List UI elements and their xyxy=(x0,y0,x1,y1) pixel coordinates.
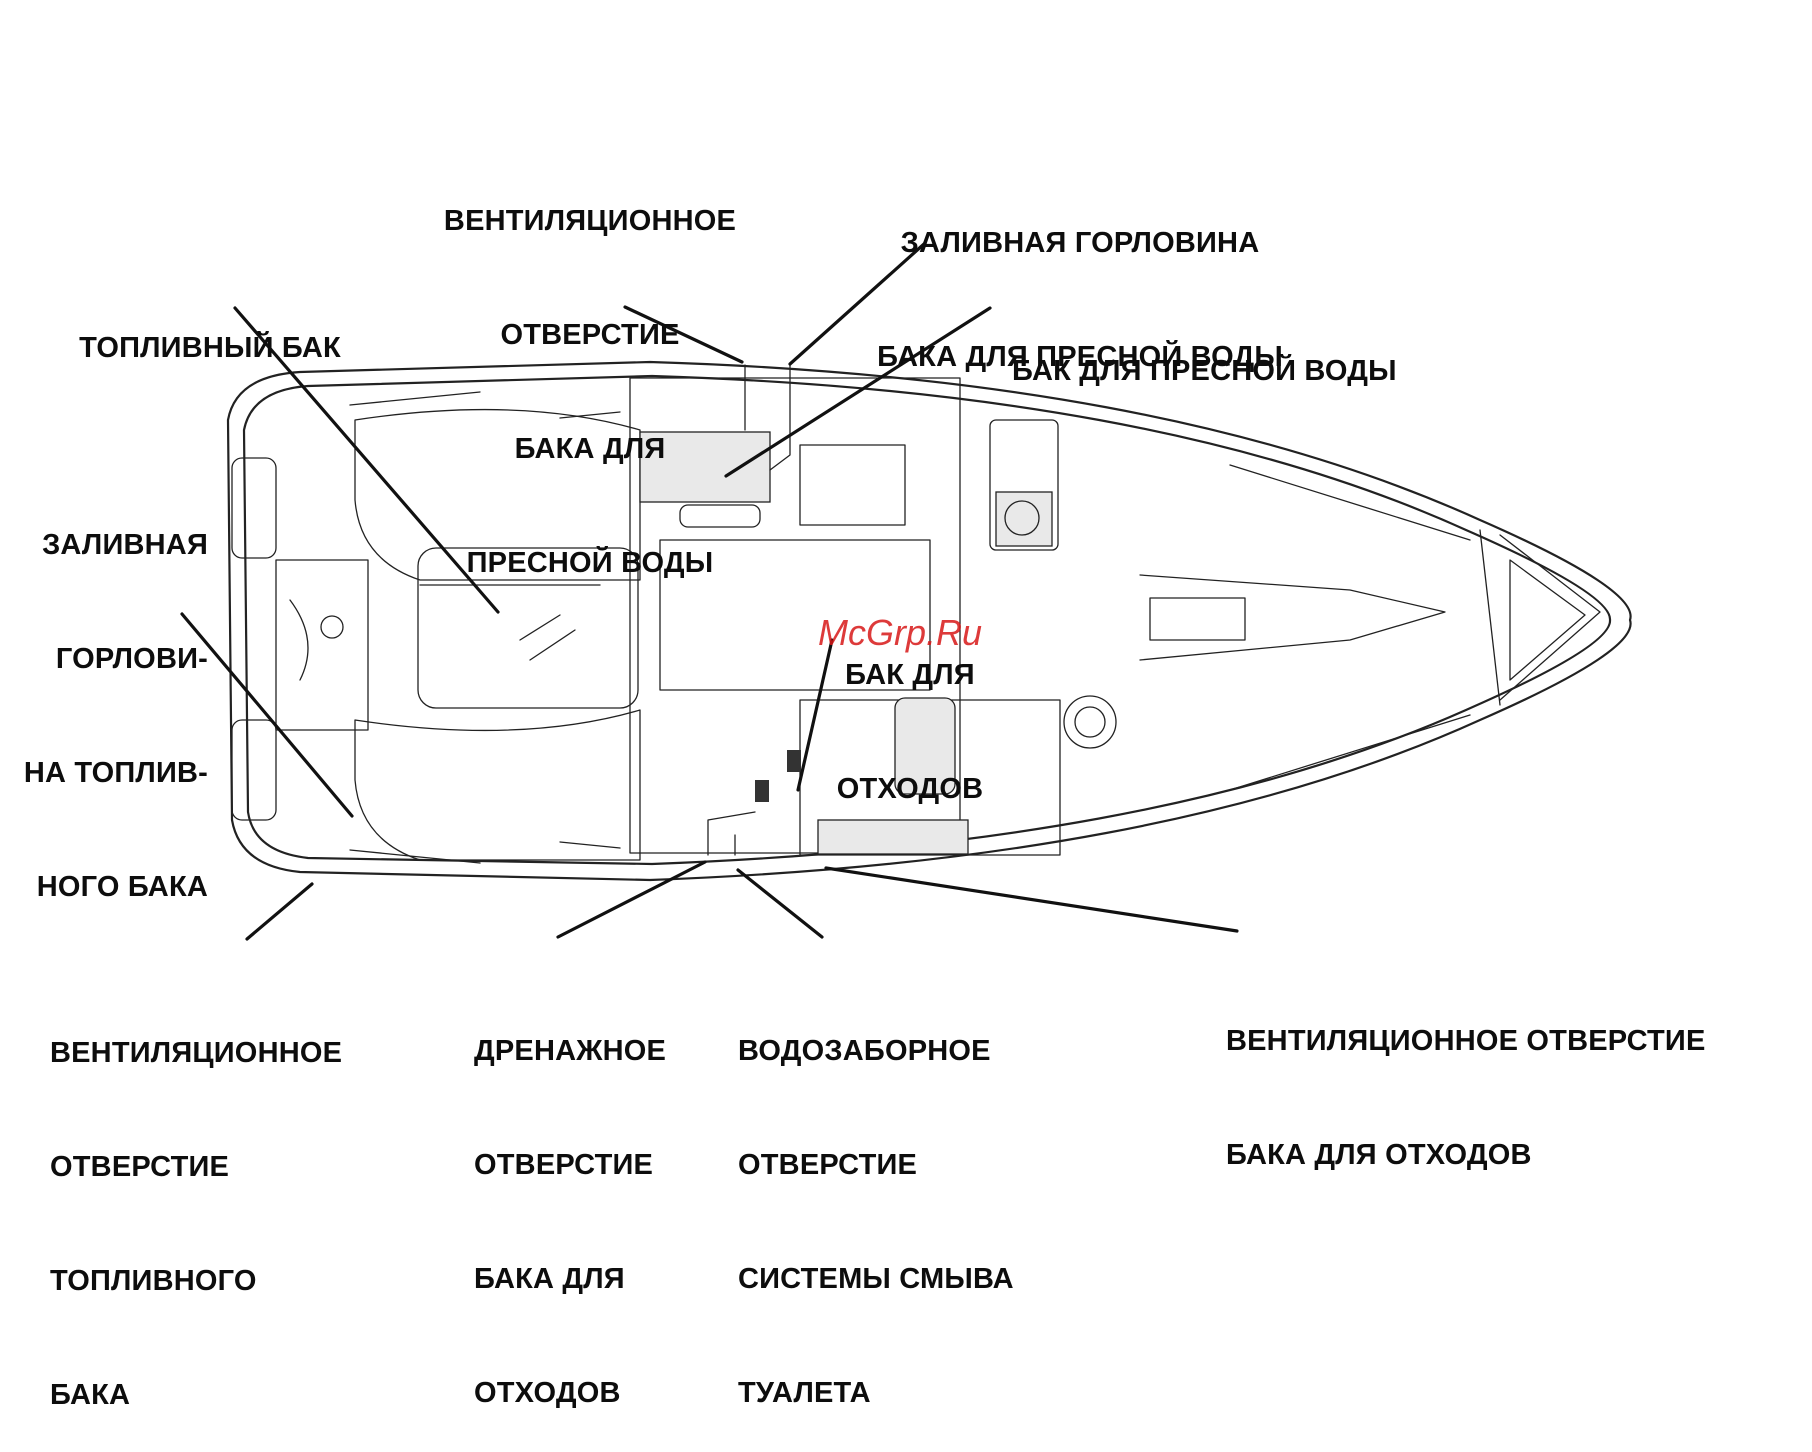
label-line: ТОПЛИВНЫЙ БАК xyxy=(79,332,341,364)
label-line: ДРЕНАЖНОЕ xyxy=(474,1035,667,1067)
label-fresh-water-tank: БАК ДЛЯ ПРЕСНОЙ ВОДЫ xyxy=(1012,276,1432,428)
label-waste-vent: ВЕНТИЛЯЦИОННОЕ ОТВЕРСТИЕ БАКА ДЛЯ ОТХОДО… xyxy=(1226,946,1786,1212)
label-line: ЗАЛИВНАЯ ГОРЛОВИНА xyxy=(900,227,1260,259)
label-line: БАКА ДЛЯ ОТХОДОВ xyxy=(1226,1139,1532,1171)
label-fuel-tank: ТОПЛИВНЫЙ БАК xyxy=(50,253,370,405)
label-line: ОТХОДОВ xyxy=(836,773,984,805)
label-line: ВЕНТИЛЯЦИОННОЕ xyxy=(50,1037,343,1069)
label-line: БАКА ДЛЯ xyxy=(474,1263,625,1295)
label-waste-tank: БАК ДЛЯ ОТХОДОВ xyxy=(810,580,1010,846)
label-line: НОГО БАКА xyxy=(36,871,208,903)
label-line: ОТВЕРСТИЕ xyxy=(474,1149,654,1181)
label-line: БАК ДЛЯ ПРЕСНОЙ ВОДЫ xyxy=(1012,355,1397,387)
label-fuel-vent: ВЕНТИЛЯЦИОННОЕ ОТВЕРСТИЕ ТОПЛИВНОГО БАКА xyxy=(50,958,380,1452)
label-fresh-water-fill: ЗАЛИВНАЯ ГОРЛОВИНА БАКА ДЛЯ ПРЕСНОЙ ВОДЫ xyxy=(840,148,1320,414)
label-line: СИСТЕМЫ СМЫВА xyxy=(738,1263,1014,1295)
leader-fuel-fill xyxy=(180,612,354,818)
label-line: БАК ДЛЯ xyxy=(845,659,975,691)
label-waste-drain: ДРЕНАЖНОЕ ОТВЕРСТИЕ БАКА ДЛЯ ОТХОДОВ xyxy=(474,956,724,1450)
leader-fresh-fill xyxy=(788,242,926,366)
boat-diagram xyxy=(180,242,1632,941)
label-flush-intake: ВОДОЗАБОРНОЕ ОТВЕРСТИЕ СИСТЕМЫ СМЫВА ТУА… xyxy=(738,956,1058,1450)
label-line: БАКА ДЛЯ xyxy=(514,433,666,465)
label-line: ОТВЕРСТИЕ xyxy=(50,1151,230,1183)
label-line: ВЕНТИЛЯЦИОННОЕ ОТВЕРСТИЕ xyxy=(1226,1025,1706,1057)
leader-fresh-tank xyxy=(724,306,992,478)
label-line: БАКА ДЛЯ ПРЕСНОЙ ВОДЫ xyxy=(877,341,1283,373)
label-line: ЗАЛИВНАЯ xyxy=(42,529,208,561)
label-line: ВЕНТИЛЯЦИОННОЕ xyxy=(443,205,737,237)
label-line: ТУАЛЕТА xyxy=(738,1377,871,1409)
label-line: ОТВЕРСТИЕ xyxy=(738,1149,918,1181)
leader-waste-drain xyxy=(556,860,707,939)
boat-hull xyxy=(226,360,1632,882)
label-line: НА ТОПЛИВ- xyxy=(23,757,208,789)
label-line: ПРЕСНОЙ ВОДЫ xyxy=(466,547,714,579)
leader-waste-vent xyxy=(824,866,1239,933)
label-line: БАКА xyxy=(50,1379,131,1411)
watermark-text: McGrp.Ru xyxy=(818,612,983,653)
label-line: ВОДОЗАБОРНОЕ xyxy=(738,1035,991,1067)
label-line: ГОРЛОВИ- xyxy=(55,643,208,675)
leader-fuel-vent xyxy=(245,882,314,941)
leader-fresh-vent xyxy=(623,305,744,364)
label-line: ОТХОДОВ xyxy=(474,1377,621,1409)
leader-waste-tank xyxy=(796,638,834,792)
label-line: ОТВЕРСТИЕ xyxy=(500,319,680,351)
leader-flush-intake xyxy=(736,868,824,939)
leader-lines xyxy=(180,242,1239,941)
label-fuel-fill: ЗАЛИВНАЯ ГОРЛОВИ- НА ТОПЛИВ- НОГО БАКА xyxy=(0,450,208,944)
leader-fuel-tank xyxy=(233,306,500,614)
label-fresh-water-vent: ВЕНТИЛЯЦИОННОЕ ОТВЕРСТИЕ БАКА ДЛЯ ПРЕСНО… xyxy=(400,126,780,620)
